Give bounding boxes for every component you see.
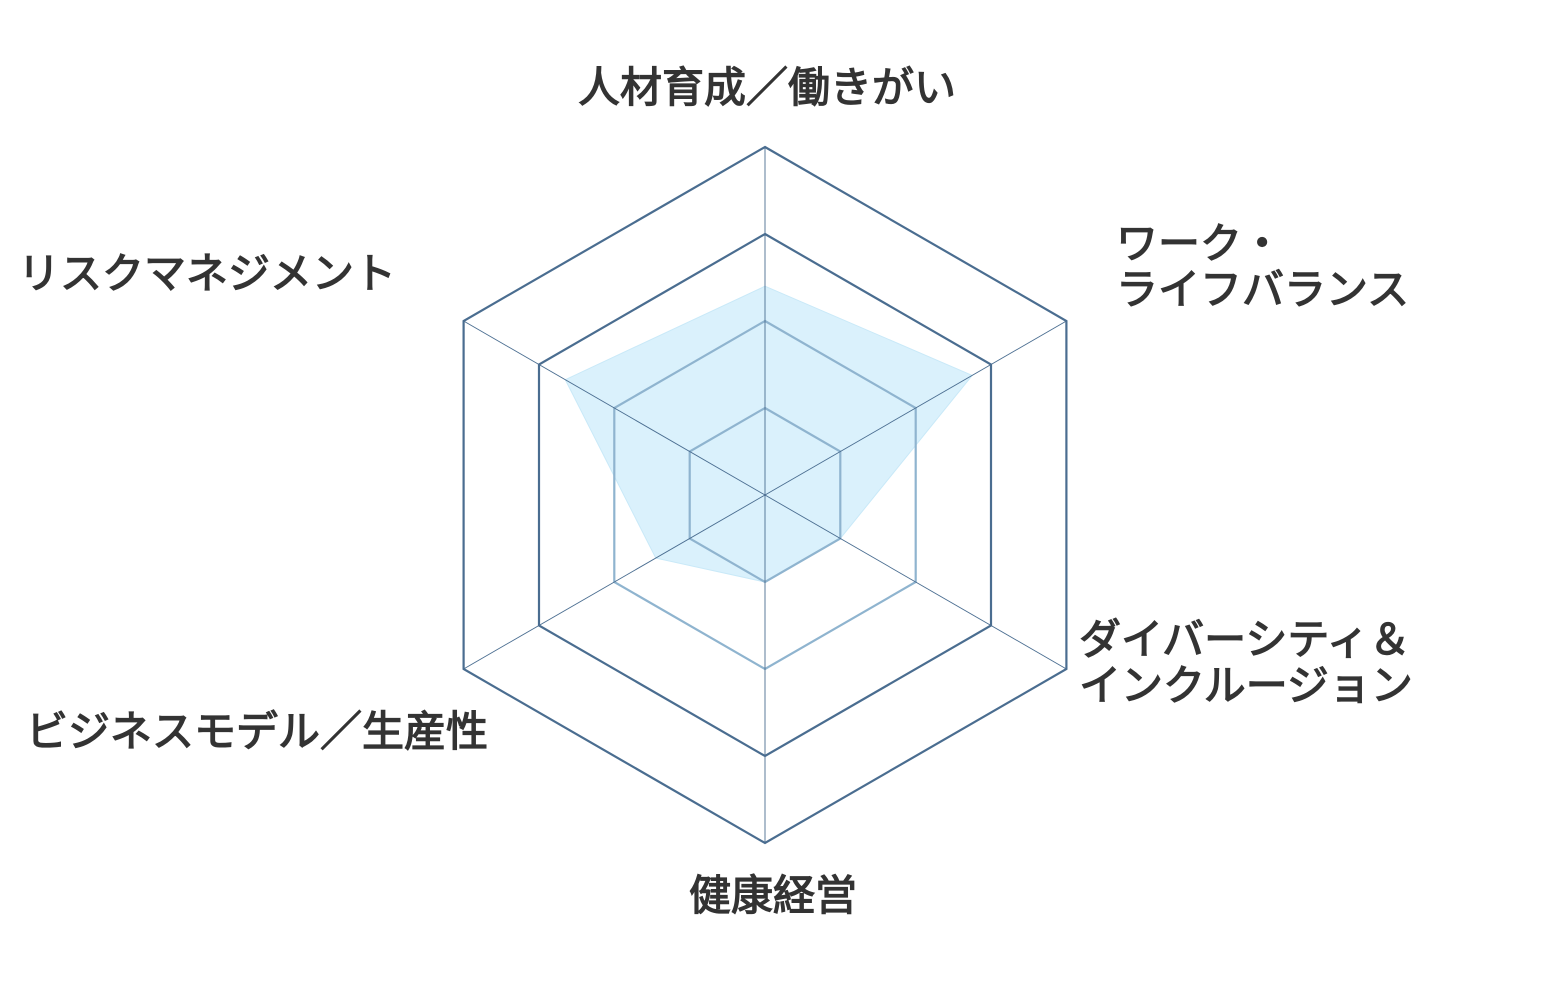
axis-label-6-line-1: リスクマネジメント [18, 249, 396, 298]
axis-label-1-line-1: 人材育成／働きがい [578, 63, 956, 112]
axis-label-2: ワーク・ライフバランス [1116, 219, 1409, 314]
spoke-layer [463, 147, 1067, 843]
spoke-6 [463, 320, 766, 496]
axis-label-4: 健康経営 [689, 871, 857, 920]
axis-label-5: ビジネスモデル／生産性 [26, 707, 488, 756]
axis-label-4-line-1: 健康経営 [689, 871, 857, 920]
axis-label-3: ダイバーシティ＆インクルージョン [1079, 615, 1413, 710]
axis-label-layer: 人材育成／働きがいワーク・ライフバランスダイバーシティ＆インクルージョン健康経営… [18, 63, 1413, 920]
axis-label-3-line-2: インクルージョン [1079, 661, 1413, 710]
axis-label-2-line-1: ワーク・ [1116, 219, 1283, 268]
data-fill-layer [564, 285, 974, 583]
axis-label-2-line-2: ライフバランス [1116, 265, 1409, 314]
axis-label-3-line-1: ダイバーシティ＆ [1079, 615, 1411, 664]
axis-label-5-line-1: ビジネスモデル／生産性 [26, 707, 488, 756]
spoke-5 [463, 494, 766, 670]
data-area [564, 285, 974, 583]
spoke-2 [764, 320, 1067, 496]
axis-label-6: リスクマネジメント [18, 249, 396, 298]
axis-label-1: 人材育成／働きがい [578, 63, 956, 112]
spoke-3 [764, 494, 1067, 670]
